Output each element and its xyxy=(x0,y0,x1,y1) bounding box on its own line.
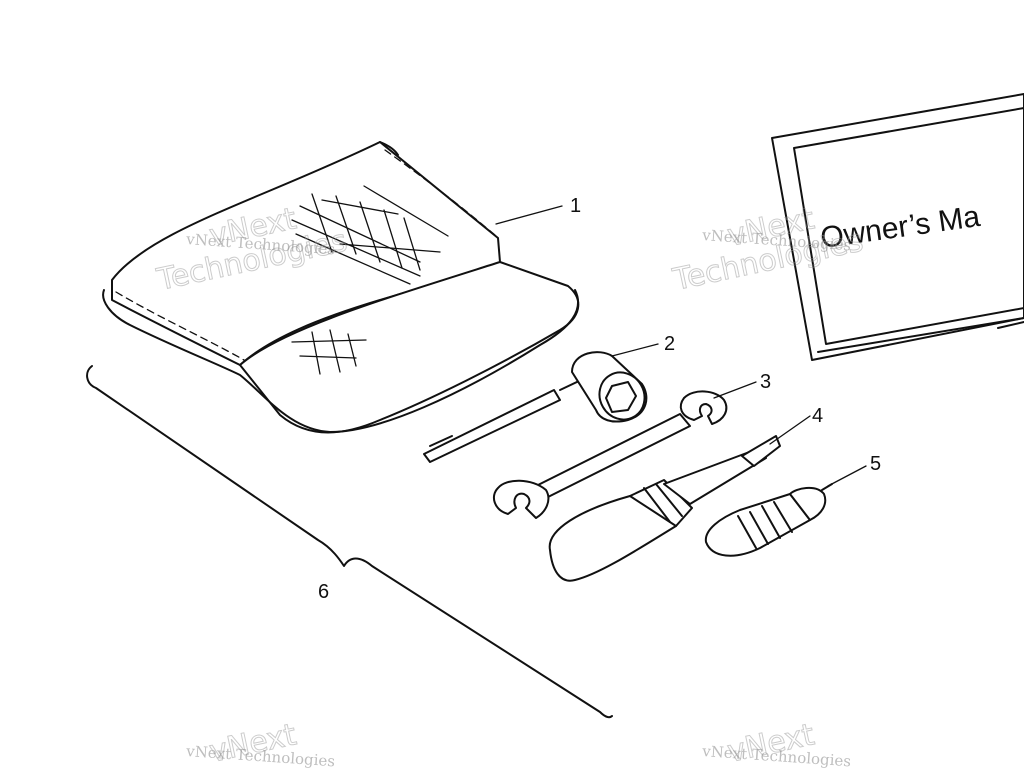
socket-wrench xyxy=(423,351,648,463)
screwdriver-handle xyxy=(704,483,833,557)
screwdriver xyxy=(548,435,781,582)
callout-5: 5 xyxy=(870,453,881,475)
callout-2: 2 xyxy=(664,333,675,355)
callout-1: 1 xyxy=(570,195,581,217)
leader-lines xyxy=(495,205,867,487)
kit-bracket xyxy=(86,365,613,719)
callout-3: 3 xyxy=(760,371,771,393)
owners-manual: Owner’s Ma xyxy=(771,93,1024,361)
tool-pouch xyxy=(102,141,580,434)
callout-6: 6 xyxy=(318,581,329,603)
open-end-spanner xyxy=(492,390,728,519)
callout-4: 4 xyxy=(812,405,823,427)
